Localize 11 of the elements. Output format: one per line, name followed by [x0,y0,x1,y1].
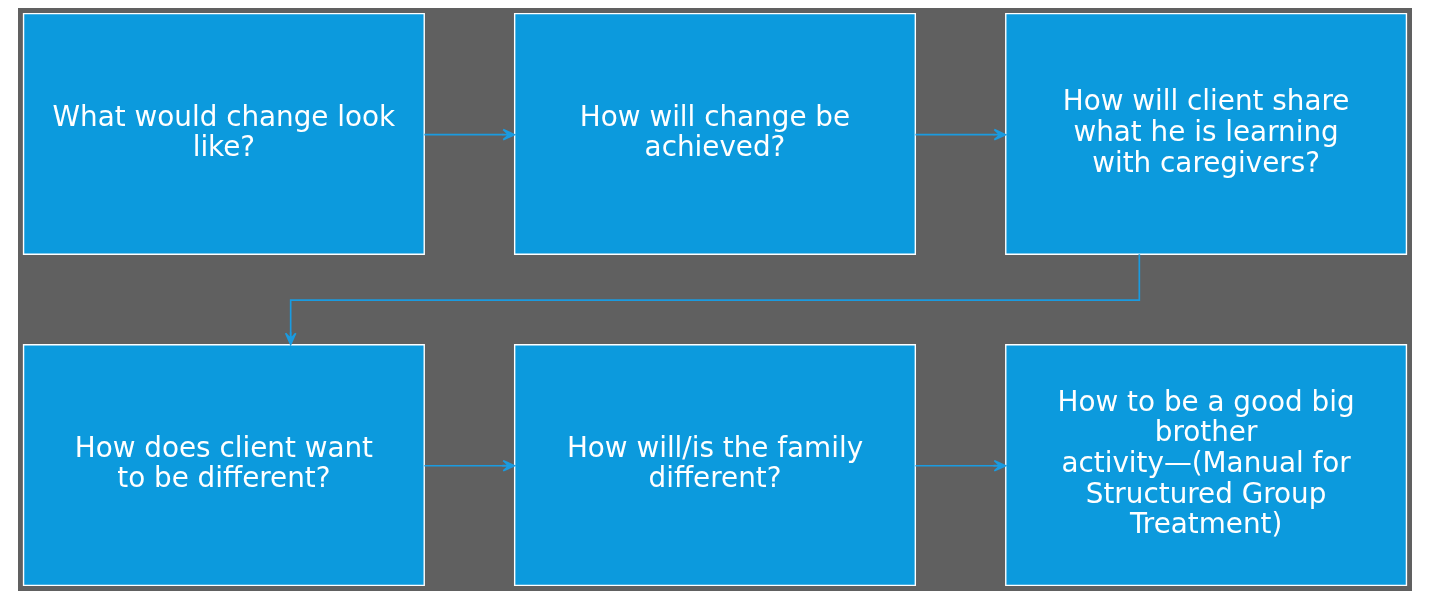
arrow [423,128,515,141]
arrow [914,128,1006,141]
arrow [284,253,1140,346]
node-box: How will change be achieved? [513,12,916,255]
node-box: How will/is the family different? [513,344,916,587]
node-box: How does client want to be different? [22,344,425,587]
node-box: What would change look like? [22,12,425,255]
node-box: How will client share what he is learning with caregivers? [1004,12,1407,255]
arrow [914,459,1006,472]
node-box: How to be a good big brother activity—(Manual for Structured Group Treatment) [1004,344,1407,587]
arrow [423,459,515,472]
